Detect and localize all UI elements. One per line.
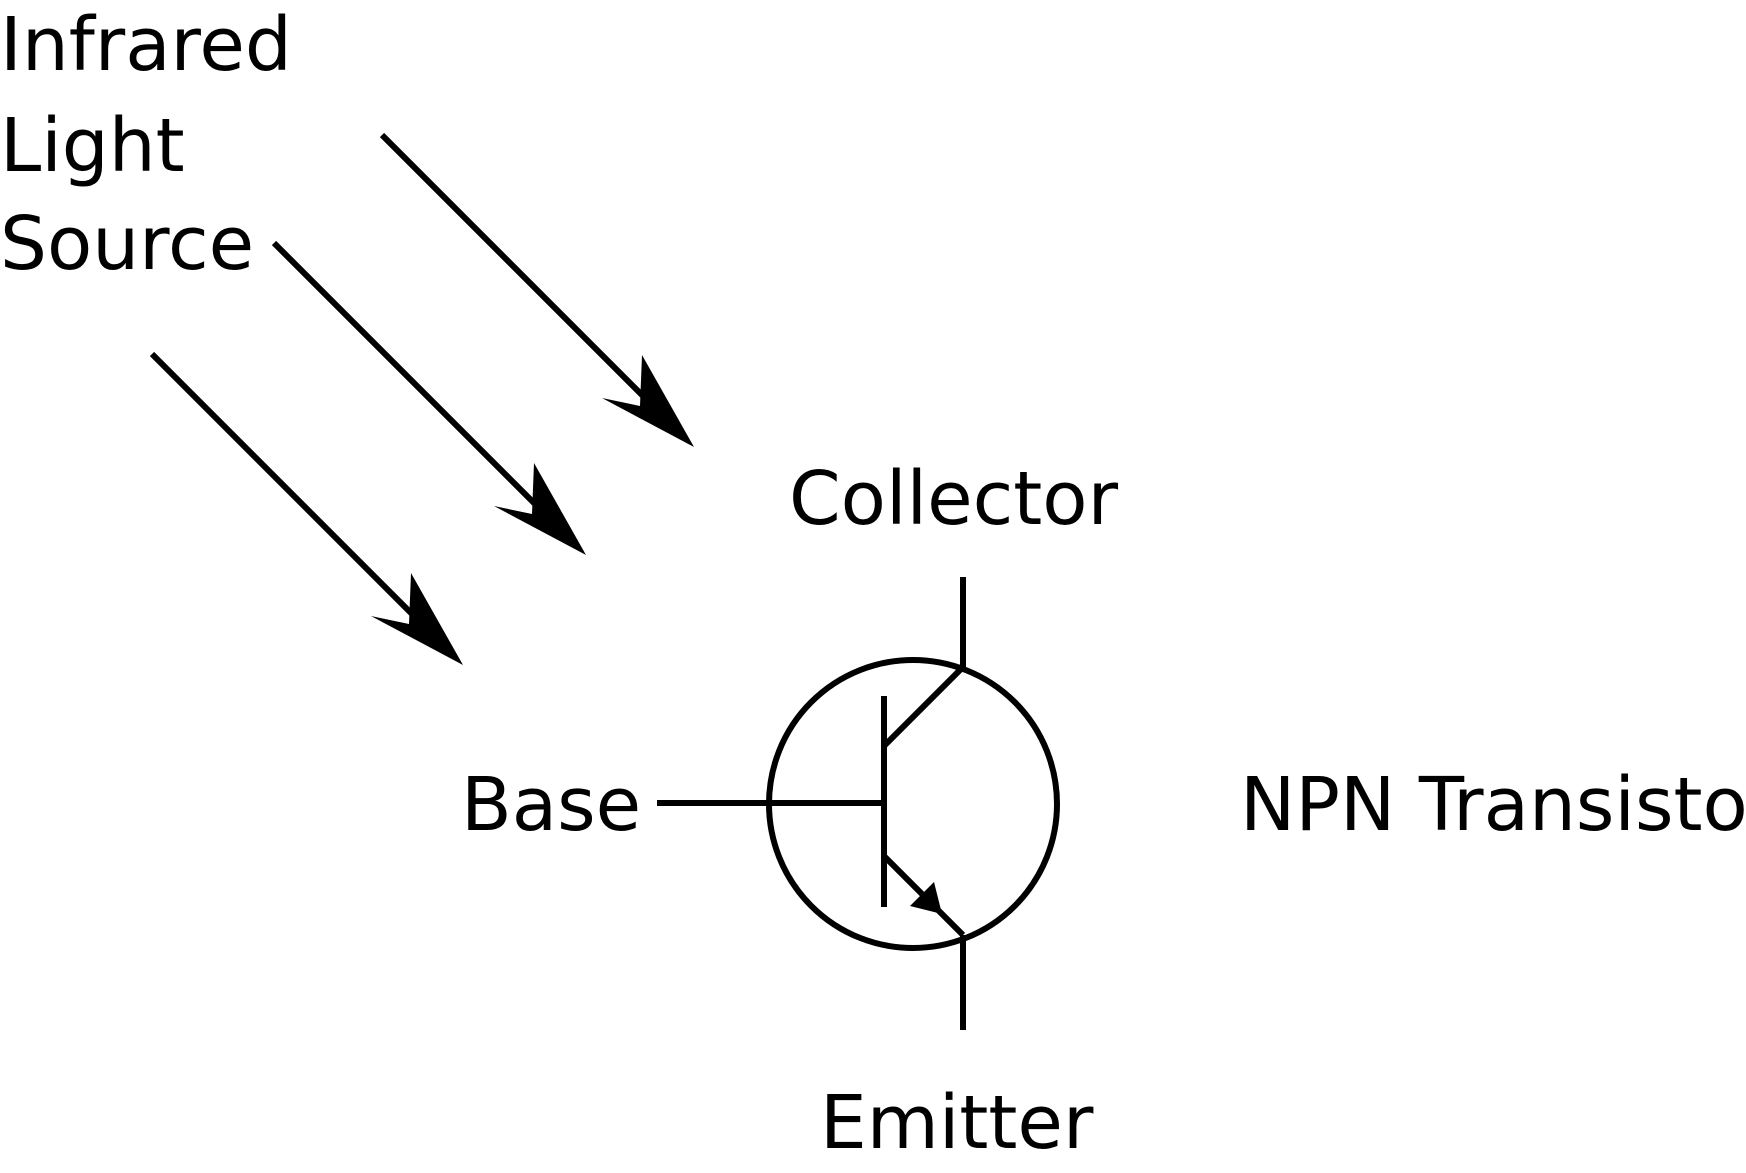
light-source-line-2: Light	[0, 103, 185, 189]
light-source-line-1: Infrared	[0, 2, 292, 88]
light-ray-arrowhead	[602, 355, 694, 447]
light-ray-arrow	[149, 351, 463, 665]
collector-diagonal	[881, 664, 966, 749]
light-rays	[149, 132, 694, 665]
npn-transistor-symbol	[657, 577, 1060, 1030]
light-ray-arrow	[379, 132, 694, 447]
collector-label: Collector	[789, 456, 1119, 542]
light-ray-shaft	[149, 351, 432, 634]
light-source-label: Infrared Light Source	[0, 2, 292, 287]
light-ray-shaft	[379, 132, 663, 416]
light-ray-shaft	[271, 240, 555, 524]
light-ray-arrowhead	[494, 463, 586, 555]
emitter-label: Emitter	[820, 1080, 1094, 1166]
light-ray-arrowhead	[371, 573, 463, 665]
base-label: Base	[461, 762, 641, 848]
light-source-line-3: Source	[0, 201, 254, 287]
npn-transistor-label: NPN Transistor	[1240, 762, 1746, 848]
light-ray-arrow	[271, 240, 586, 555]
emitter-arrowhead	[910, 882, 942, 914]
